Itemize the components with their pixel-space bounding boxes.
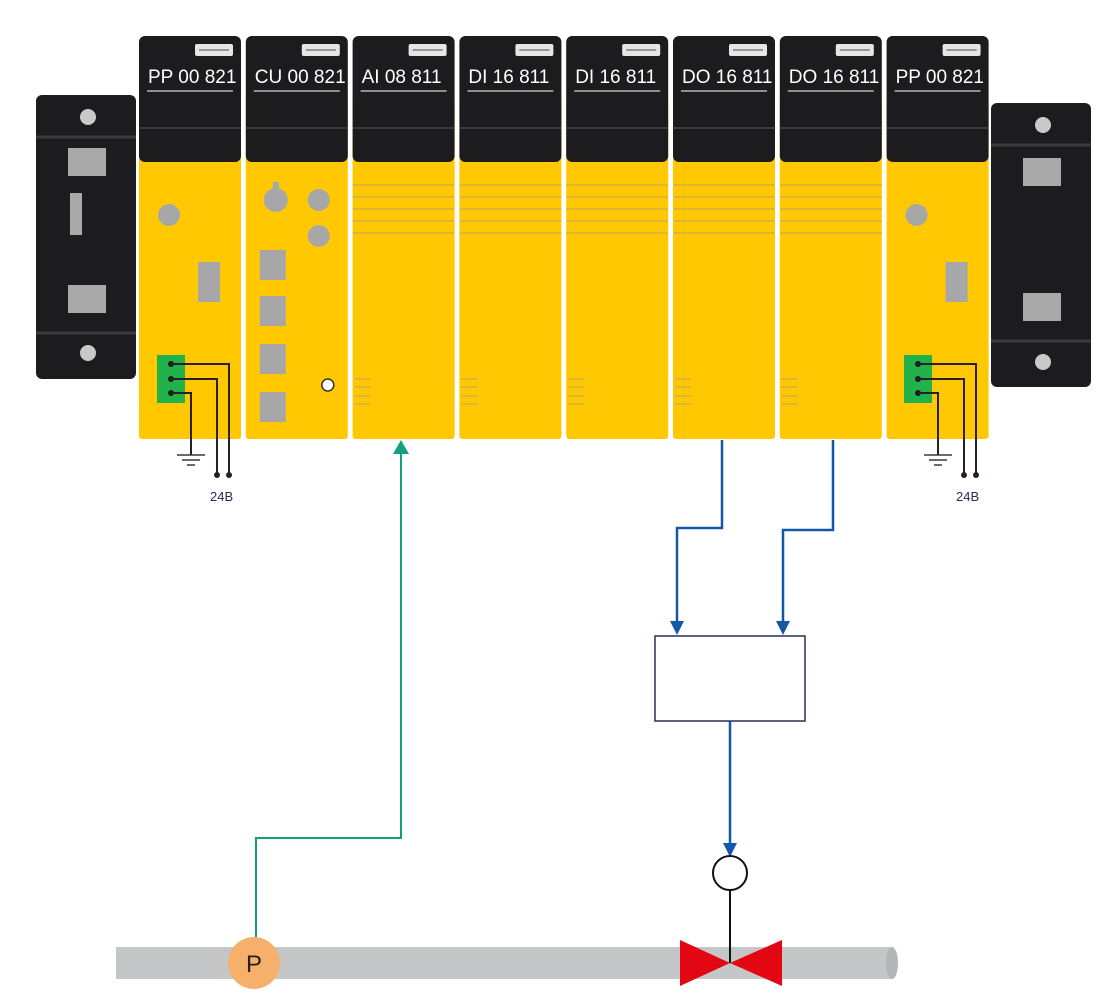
module-label: DO 16 811 <box>682 67 772 88</box>
pressure-sensor-icon: P <box>228 937 280 989</box>
module-8: PP 00 821 <box>886 36 989 439</box>
valve-icon <box>680 855 782 986</box>
module-label: PP 00 821 <box>148 67 236 88</box>
right-end-plate-icon <box>991 103 1091 387</box>
module-rack: PP 00 821 CU 00 821 AI 08 811 DI 16 811 DI 1… <box>139 36 989 439</box>
module-2: CU 00 821 <box>245 36 348 439</box>
right-voltage-label: 24B <box>956 489 979 504</box>
pressure-sensor-label: P <box>246 951 262 978</box>
module-6: DO 16 811 <box>673 36 775 439</box>
module-label: AI 08 811 <box>362 67 442 88</box>
module-label: PP 00 821 <box>896 67 984 88</box>
module-label: DI 16 811 <box>575 67 656 88</box>
right-power-terminal: 24B <box>904 355 979 504</box>
left-end-plate-icon <box>36 95 136 379</box>
left-voltage-label: 24B <box>210 489 233 504</box>
module-3: AI 08 811 <box>352 36 455 439</box>
digital-output-lines <box>670 440 835 857</box>
module-label: CU 00 821 <box>255 67 346 88</box>
module-4: DI 16 811 <box>459 36 562 439</box>
analog-signal-line <box>255 440 409 942</box>
module-label: DO 16 811 <box>789 67 879 88</box>
module-1: PP 00 821 <box>139 36 241 439</box>
actuator-icon <box>654 635 806 722</box>
module-5: DI 16 811 <box>566 36 669 439</box>
ground-icon <box>177 454 205 466</box>
module-7: DO 16 811 <box>779 36 882 439</box>
left-power-terminal: 24B <box>157 355 233 504</box>
ground-icon <box>924 454 952 466</box>
module-label: DI 16 811 <box>468 67 549 88</box>
